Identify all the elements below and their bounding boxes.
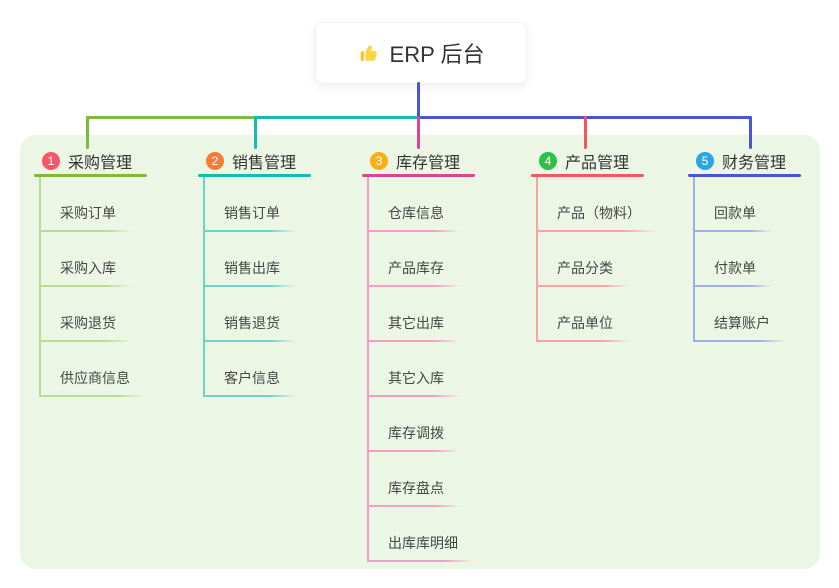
child-node[interactable]: 回款单 — [695, 203, 772, 232]
child-row: 采购入库 — [41, 232, 184, 287]
child-row: 采购退货 — [41, 287, 184, 342]
child-node[interactable]: 供应商信息 — [41, 368, 146, 397]
branch-label: 财务管理 — [722, 155, 787, 172]
connector-bus-segment — [86, 116, 256, 119]
child-node[interactable]: 产品单位 — [538, 313, 629, 342]
child-row: 结算账户 — [695, 287, 838, 342]
branch-header[interactable]: 4 产品管理 — [531, 148, 644, 174]
branch-children: 仓库信息产品库存其它出库其它入库库存调拨库存盘点出库库明细 — [367, 177, 512, 562]
child-node[interactable]: 产品库存 — [369, 258, 460, 287]
child-row: 采购订单 — [41, 177, 184, 232]
branch-number-badge: 1 — [42, 152, 60, 170]
child-node[interactable]: 销售订单 — [205, 203, 296, 232]
connector-drop — [254, 116, 257, 149]
branch-children: 产品（物料） 产品分类产品单位 — [536, 177, 681, 342]
branch-underline — [362, 174, 475, 177]
child-row: 产品库存 — [369, 232, 512, 287]
branch: 1 采购管理采购订单采购入库采购退货供应商信息 — [34, 148, 184, 397]
child-node[interactable]: 库存调拨 — [369, 423, 460, 452]
child-row: 付款单 — [695, 232, 838, 287]
child-node[interactable]: 采购退货 — [41, 313, 132, 342]
child-node[interactable]: 销售出库 — [205, 258, 296, 287]
child-row: 库存调拨 — [369, 397, 512, 452]
branch: 5 财务管理回款单付款单结算账户 — [688, 148, 838, 342]
child-row: 其它入库 — [369, 342, 512, 397]
branch-underline — [531, 174, 644, 177]
connector-bus-segment — [256, 116, 419, 119]
child-row: 销售退货 — [205, 287, 348, 342]
child-row: 销售订单 — [205, 177, 348, 232]
child-node[interactable]: 付款单 — [695, 258, 772, 287]
child-row: 客户信息 — [205, 342, 348, 397]
child-row: 出库库明细 — [369, 507, 512, 562]
branch-label: 采购管理 — [68, 155, 133, 172]
connector-drop — [417, 116, 420, 149]
branch-header[interactable]: 1 采购管理 — [34, 148, 147, 174]
root-node[interactable]: ERP 后台 — [315, 22, 527, 84]
child-node[interactable]: 其它入库 — [369, 368, 460, 397]
branch-header[interactable]: 3 库存管理 — [362, 148, 475, 174]
branch-underline — [34, 174, 147, 177]
root-title: ERP 后台 — [389, 42, 485, 67]
child-node[interactable]: 库存盘点 — [369, 478, 460, 507]
connector-drop — [584, 116, 587, 149]
child-row: 库存盘点 — [369, 452, 512, 507]
branch-label: 库存管理 — [396, 155, 461, 172]
branch-label: 销售管理 — [232, 155, 297, 172]
child-node[interactable]: 客户信息 — [205, 368, 296, 397]
child-node[interactable]: 产品（物料） — [538, 203, 657, 232]
child-row: 其它出库 — [369, 287, 512, 342]
root-stem — [417, 82, 420, 119]
child-row: 仓库信息 — [369, 177, 512, 232]
child-node[interactable]: 仓库信息 — [369, 203, 460, 232]
connector-drop — [86, 116, 89, 149]
child-node[interactable]: 结算账户 — [695, 313, 786, 342]
branch-children: 回款单付款单结算账户 — [693, 177, 838, 342]
branch-number-badge: 3 — [370, 152, 388, 170]
branch-number-badge: 4 — [539, 152, 557, 170]
branch-header[interactable]: 2 销售管理 — [198, 148, 311, 174]
child-row: 产品分类 — [538, 232, 681, 287]
branch-underline — [688, 174, 801, 177]
branch-children: 销售订单销售出库销售退货客户信息 — [203, 177, 348, 397]
child-node[interactable]: 采购入库 — [41, 258, 132, 287]
branch-number-badge: 2 — [206, 152, 224, 170]
child-row: 产品单位 — [538, 287, 681, 342]
branch: 4 产品管理产品（物料） 产品分类产品单位 — [531, 148, 681, 342]
child-node[interactable]: 出库库明细 — [369, 533, 474, 562]
child-node[interactable]: 产品分类 — [538, 258, 629, 287]
branch-children: 采购订单采购入库采购退货供应商信息 — [39, 177, 184, 397]
branch-label: 产品管理 — [565, 155, 630, 172]
branch: 3 库存管理仓库信息产品库存其它出库其它入库库存调拨库存盘点出库库明细 — [362, 148, 512, 562]
child-row: 供应商信息 — [41, 342, 184, 397]
child-node[interactable]: 采购订单 — [41, 203, 132, 232]
branch-header[interactable]: 5 财务管理 — [688, 148, 801, 174]
connector-drop — [749, 116, 752, 149]
branch-number-badge: 5 — [696, 152, 714, 170]
thumbs-up-icon — [358, 42, 380, 64]
child-row: 产品（物料） — [538, 177, 681, 232]
branch: 2 销售管理销售订单销售出库销售退货客户信息 — [198, 148, 348, 397]
child-node[interactable]: 其它出库 — [369, 313, 460, 342]
child-row: 销售出库 — [205, 232, 348, 287]
child-node[interactable]: 销售退货 — [205, 313, 296, 342]
child-row: 回款单 — [695, 177, 838, 232]
branch-underline — [198, 174, 311, 177]
